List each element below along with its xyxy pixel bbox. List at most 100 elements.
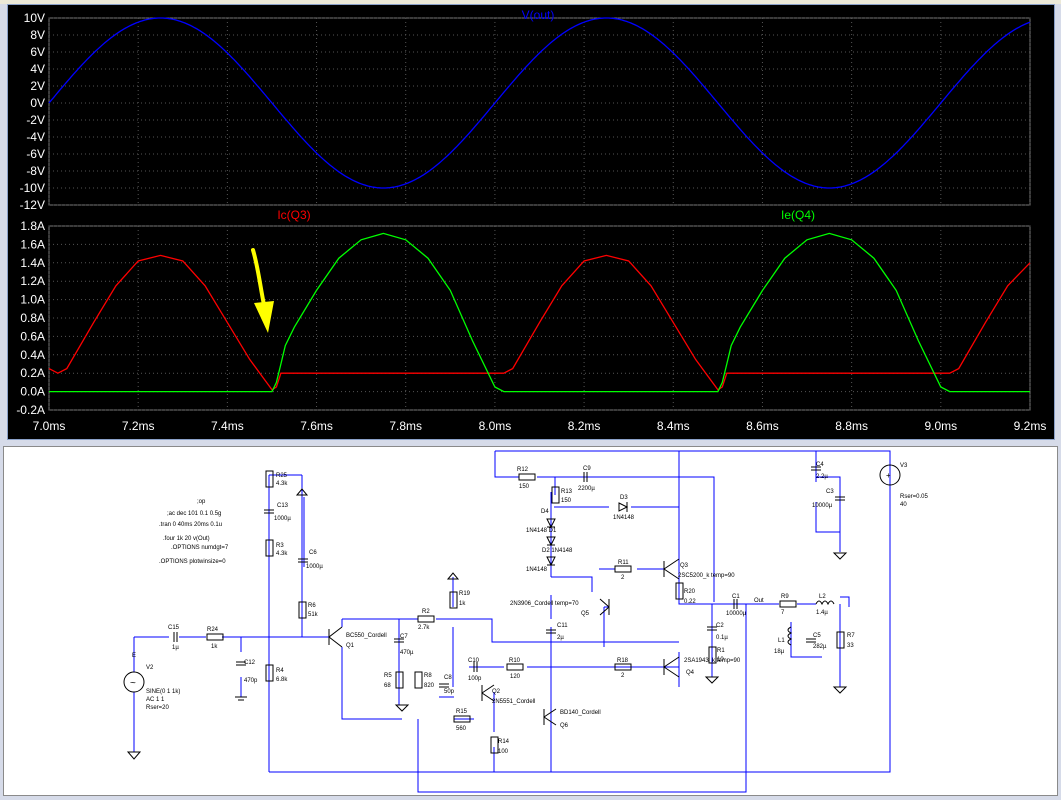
svg-text:C11: C11 [557,623,568,629]
svg-text:R13: R13 [561,489,573,495]
capacitor-c4[interactable]: C4 2.2µ [811,462,828,480]
spice-directive[interactable]: .tran 0 40ms 20ms 0.1u [159,522,222,528]
svg-text:2SC5200_k temp=90: 2SC5200_k temp=90 [678,573,735,579]
svg-text:100p: 100p [468,676,482,682]
svg-text:C13: C13 [277,503,289,509]
svg-text:1µ: 1µ [172,645,179,651]
spice-directive[interactable]: .four 1k 20 v(Out) [163,536,210,542]
svg-text:2: 2 [621,673,625,679]
capacitor-c8[interactable]: C8 50p [439,675,455,695]
resistor-r5[interactable]: R5 68 [384,671,404,689]
svg-text:40: 40 [900,502,907,508]
svg-text:C5: C5 [813,633,821,639]
svg-text:470p: 470p [244,678,258,684]
svg-text:D3: D3 [620,495,628,501]
svg-text:4.3k: 4.3k [276,481,288,487]
diode-d4[interactable]: D4 [541,509,549,515]
svg-text:2: 2 [621,575,625,581]
schematic-editor[interactable]: ;op ;ac dec 101 0.1 0.5g .tran 0 40ms 20ms… [3,446,1058,796]
svg-text:10000µ: 10000µ [726,611,747,617]
svg-text:E: E [132,653,136,659]
svg-text:L1: L1 [778,638,785,644]
bottom-y-tick-label: 0.8A [20,311,45,325]
spice-directive[interactable]: ;ac dec 101 0.1 0.5g [167,511,221,517]
capacitor-c2[interactable]: C20.1µ [707,623,728,641]
top-y-tick-label: 4V [30,62,45,76]
svg-text:R2: R2 [422,609,430,615]
resistor-r2[interactable]: R22.7k [417,609,435,631]
spice-directive[interactable]: .OPTIONS plotwinsize=0 [159,559,226,565]
trace-vout [48,17,1031,189]
svg-text:C8: C8 [444,675,452,681]
capacitor-c11[interactable]: C11 2µ [546,623,568,641]
inductor-l2[interactable]: L21.4µ [815,594,835,616]
resistor-r9[interactable]: R97 [779,594,797,616]
svg-text:C4: C4 [816,462,824,468]
spice-directive[interactable]: ;op [197,499,206,505]
svg-text:68: 68 [384,683,391,689]
bottom-y-tick-label: 1.6A [20,237,45,251]
svg-text:R3: R3 [276,543,284,549]
resistor-r4[interactable]: R46.8k [265,664,288,683]
svg-text:2.2µ: 2.2µ [816,474,828,480]
svg-text:Q6: Q6 [560,723,569,729]
trace-label-ie-q4[interactable]: Ie(Q4) [781,208,815,222]
trace-label-vout[interactable]: V(out) [522,8,555,22]
top-y-tick-label: -8V [26,164,45,178]
trace-label-ic-q3[interactable]: Ic(Q3) [277,208,310,222]
net-label-out[interactable]: Out [754,598,764,604]
resistor-r3[interactable]: R34.3k [265,539,288,557]
svg-text:R5: R5 [384,673,392,679]
diode-d1[interactable]: 1N4148 D1 [526,518,557,534]
svg-text:50p: 50p [444,689,455,695]
svg-text:51k: 51k [308,612,319,618]
svg-text:C2: C2 [716,623,724,629]
svg-text:R8: R8 [424,673,432,679]
supply-arrow-icon [295,488,460,580]
svg-text:2µ: 2µ [557,635,564,641]
spice-directive[interactable]: .OPTIONS numdgt=7 [171,545,229,551]
bottom-pane-grid [48,225,1031,411]
svg-text:R9: R9 [781,594,789,600]
svg-text:0.22: 0.22 [684,599,696,605]
bottom-y-tick-label: 0.2A [20,366,45,380]
